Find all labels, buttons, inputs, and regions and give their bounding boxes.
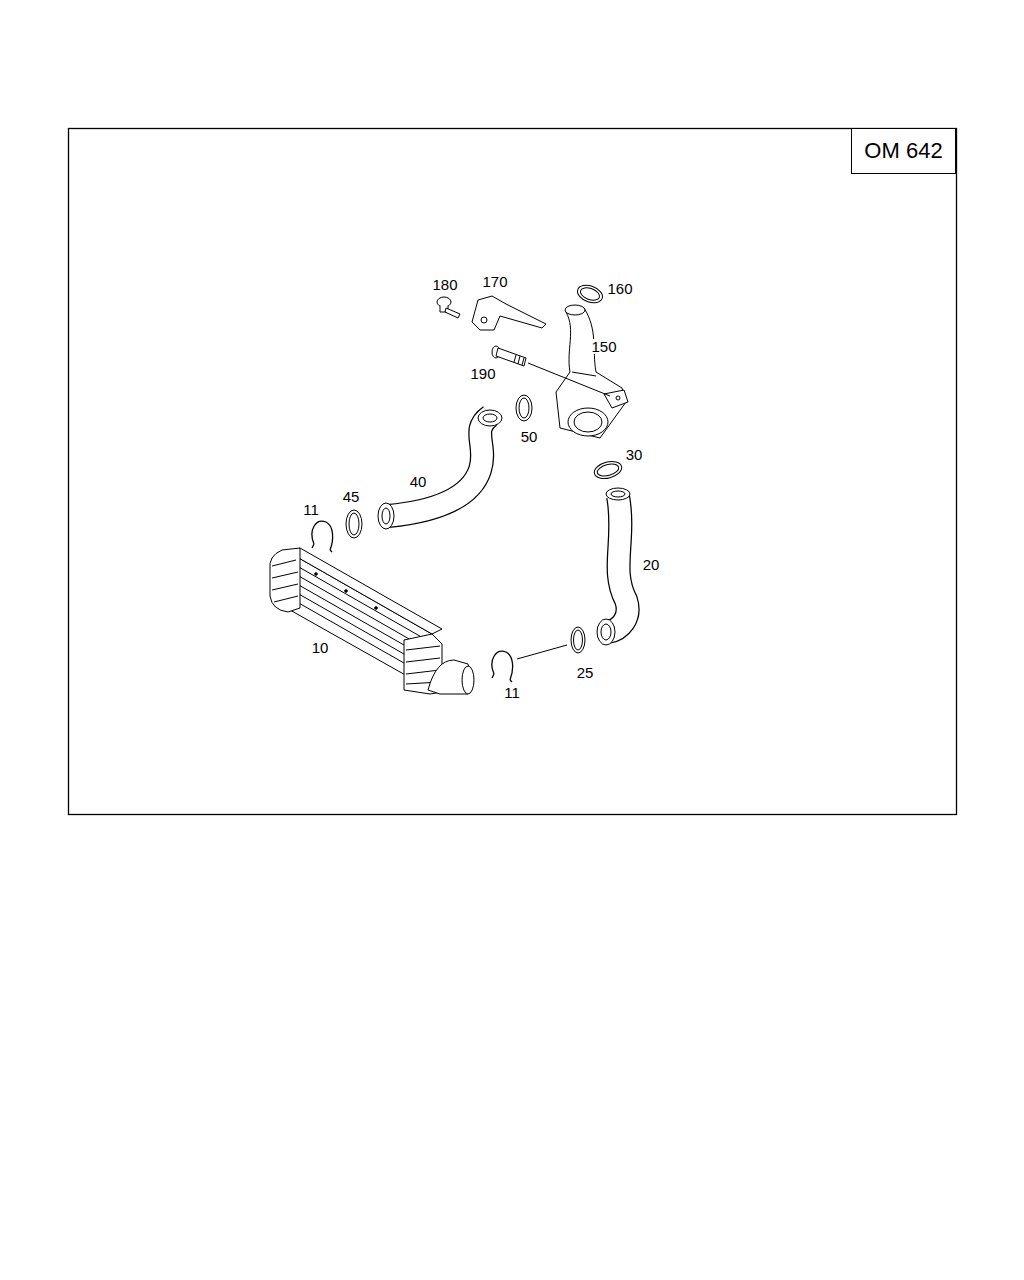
intercooler [270,548,474,694]
retaining-clips [312,521,513,682]
leader-line [517,645,567,659]
callout-number: 50 [520,429,539,444]
callout-number: 170 [481,274,508,289]
leader-line [528,363,610,396]
sealing-rings [346,282,624,653]
callout-number: 150 [590,339,617,354]
callout-number: 11 [302,502,320,517]
callout-number: 20 [642,557,661,572]
engine-code: OM 642 [864,138,942,164]
intercooler-outlet-end [462,666,474,694]
engine-code-box: OM 642 [851,128,956,174]
callout-number: 10 [311,640,330,655]
intercooler-left-tank [270,548,300,612]
callout-number: 190 [469,366,496,381]
charge-air-hose-40 [378,410,502,529]
callout-number: 11 [503,685,521,700]
callout-number: 40 [409,474,428,489]
charge-air-hose-20 [597,488,630,645]
callout-number: 25 [576,665,595,680]
intercooler-top [290,548,442,634]
callout-number: 30 [625,447,644,462]
bracket-and-bolts [437,296,546,366]
charge-air-pipe-150 [556,305,628,438]
callout-number: 180 [431,277,458,292]
frame [69,129,957,815]
leader-lines [517,363,610,659]
callout-number: 45 [342,489,361,504]
intercooler-left-tank-ribs [272,560,298,602]
callout-number: 160 [606,281,633,296]
